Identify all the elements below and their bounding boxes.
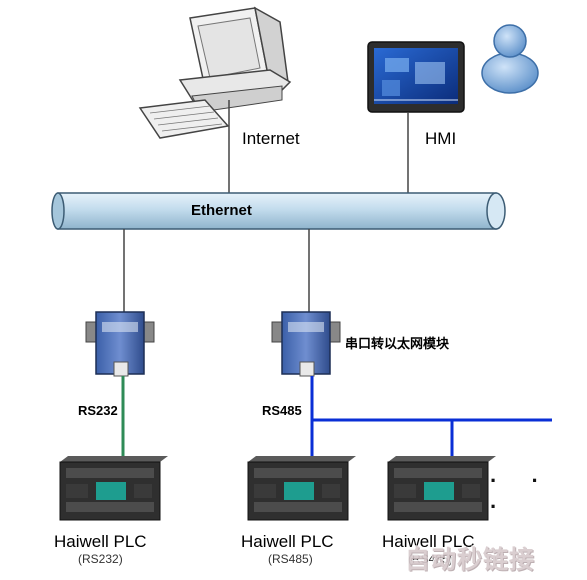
plc1-name: Haiwell PLC xyxy=(54,532,147,551)
computer-icon xyxy=(138,6,292,139)
serial-converter-icon xyxy=(271,311,341,377)
watermark-logo: 自动秒链接 xyxy=(405,545,536,574)
plc3-port: (RS485) xyxy=(408,552,453,566)
converter-label: 串口转以太网模块 xyxy=(345,336,450,351)
internet-label: Internet xyxy=(242,129,300,148)
serial-converter-icon xyxy=(85,311,155,377)
rs485-label: RS485 xyxy=(262,403,302,418)
plc-icon xyxy=(387,456,496,521)
rs232-label: RS232 xyxy=(78,403,118,418)
hmi-label: HMI xyxy=(425,129,457,148)
plc-icon xyxy=(59,456,168,521)
plc-icon xyxy=(247,456,356,521)
plc3-name: Haiwell PLC xyxy=(382,532,475,551)
user-icon xyxy=(481,24,539,94)
ethernet-bus xyxy=(51,192,506,230)
ethernet-label: Ethernet xyxy=(191,202,252,219)
plc2-port: (RS485) xyxy=(268,552,313,566)
rs485-bus xyxy=(310,376,552,458)
plc1-port: (RS232) xyxy=(78,552,123,566)
continuation-dots: · · · xyxy=(490,468,553,519)
plc2-name: Haiwell PLC xyxy=(241,532,334,551)
hmi-panel-icon xyxy=(367,41,465,113)
